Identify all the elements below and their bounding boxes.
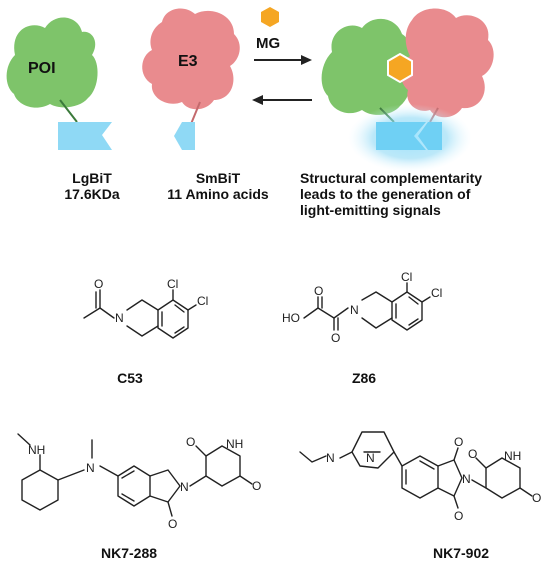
poi-protein (6, 17, 98, 108)
molecule-c53 (83, 289, 197, 339)
nk7-902-atom-n-imide: N (462, 472, 471, 486)
nk7-902-atom-nh: N (326, 451, 335, 465)
lgbit-block (58, 122, 112, 150)
z86-atom-cl2: Cl (431, 286, 442, 300)
molecule-nk7-902 (299, 431, 533, 509)
backward-arrow-head (252, 95, 263, 105)
complex-e3-protein (400, 8, 494, 118)
complex-smbit-block (418, 122, 442, 150)
complex-mg-hexagon-icon (387, 52, 413, 84)
nk7-288-atom-nh2: NH (226, 437, 243, 451)
nk7-902-atom-nh2: NH (504, 449, 521, 463)
mg-hexagon-icon (261, 7, 279, 27)
complex-poi-protein (321, 18, 411, 115)
smbit-size: 11 Amino acids (167, 186, 269, 202)
nk7-902-atom-o2: O (454, 509, 463, 523)
c53-atom-o: O (94, 277, 103, 291)
nk7-902-name: NK7-902 (432, 545, 490, 561)
c53-atom-n: N (115, 311, 124, 325)
nk7-288-atom-o1: O (168, 517, 177, 531)
z86-atom-o1: O (314, 284, 323, 298)
nk7-288-atom-n2: N (180, 480, 189, 494)
complex-lgbit-block (376, 122, 426, 150)
nk7-288-atom-nh: NH (28, 443, 45, 457)
z86-atom-n: N (350, 303, 359, 317)
nk7-288-atom-o2: O (186, 435, 195, 449)
nk7-288-name: NK7-288 (100, 545, 158, 561)
smbit-caption: SmBiT 11 Amino acids (158, 170, 278, 202)
c53-atom-cl1: Cl (167, 277, 178, 291)
poi-linker (59, 99, 78, 123)
nk7-288-atom-o3: O (252, 479, 261, 493)
smbit-block (174, 122, 195, 150)
z86-name: Z86 (351, 370, 377, 386)
description-line-1: Structural complementarity (300, 170, 483, 186)
c53-atom-cl2: Cl (197, 294, 208, 308)
c53-name: C53 (117, 370, 143, 386)
lgbit-name: LgBiT (72, 170, 112, 186)
description-line-3: light-emitting signals (300, 202, 441, 218)
nk7-902-atom-o3: O (468, 447, 477, 461)
e3-label: E3 (178, 53, 198, 70)
poi-label: POI (28, 60, 56, 77)
nk7-902-atom-n-bridge: N (366, 451, 375, 465)
e3-linker (190, 101, 201, 125)
z86-atom-cl1: Cl (401, 270, 412, 284)
z86-atom-ho: HO (282, 311, 300, 325)
forward-arrow-head (301, 55, 312, 65)
description-caption: Structural complementarity leads to the … (300, 170, 482, 218)
e3-protein (142, 8, 240, 110)
nk7-288-atom-n1: N (86, 461, 95, 475)
lgbit-size: 17.6KDa (64, 186, 120, 202)
molecule-z86 (303, 282, 431, 331)
mg-label: MG (256, 35, 280, 52)
smbit-name: SmBiT (195, 170, 241, 186)
lgbit-caption: LgBiT 17.6KDa (52, 170, 132, 202)
z86-atom-o2: O (331, 331, 340, 345)
description-line-2: leads to the generation of (300, 186, 471, 202)
molecule-nk7-288 (17, 433, 253, 517)
nk7-902-atom-o4: O (532, 491, 541, 505)
nk7-902-atom-o1: O (454, 435, 463, 449)
